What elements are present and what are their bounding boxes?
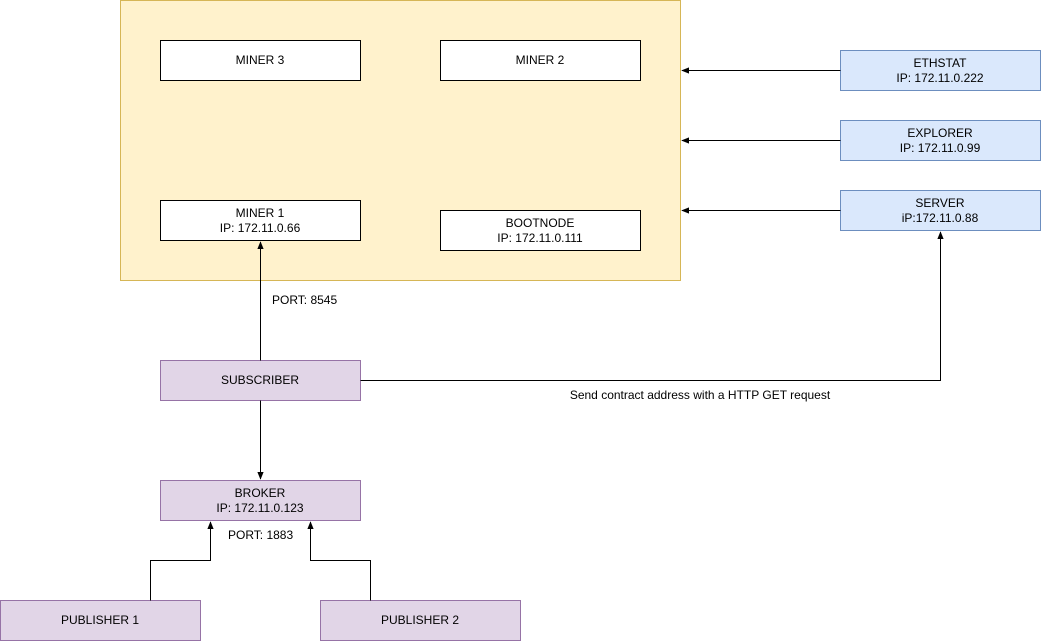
- edge-subscriber-to-server: [360, 231, 944, 381]
- edge-publisher-2-to-broker: [307, 521, 371, 601]
- bootnode-label: BOOTNODE: [506, 216, 575, 230]
- publisher-2-label: PUBLISHER 2: [381, 613, 459, 627]
- miner-1-node[interactable]: MINER 1 IP: 172.11.0.66: [160, 200, 361, 241]
- miner-2-label: MINER 2: [516, 53, 565, 67]
- ethstat-ip: IP: 172.11.0.222: [896, 71, 984, 85]
- publisher-1-node[interactable]: PUBLISHER 1: [0, 600, 201, 641]
- explorer-label: EXPLORER: [907, 126, 973, 140]
- ethstat-node[interactable]: ETHSTAT IP: 172.11.0.222: [840, 50, 1041, 91]
- edge-label-port-1883: PORT: 1883: [228, 528, 293, 542]
- server-label: SERVER: [915, 196, 964, 210]
- subscriber-node[interactable]: SUBSCRIBER: [160, 360, 361, 401]
- publisher-1-label: PUBLISHER 1: [61, 613, 139, 627]
- explorer-node[interactable]: EXPLORER IP: 172.11.0.99: [840, 120, 1041, 161]
- bootnode-node[interactable]: BOOTNODE IP: 172.11.0.111: [440, 210, 641, 251]
- miner-3-node[interactable]: MINER 3: [160, 40, 361, 81]
- edge-publisher-1-to-broker: [150, 521, 214, 601]
- miner-1-label: MINER 1: [236, 206, 285, 220]
- server-node[interactable]: SERVER iP:172.11.0.88: [840, 190, 1041, 231]
- broker-ip: IP: 172.11.0.123: [216, 501, 304, 515]
- server-ip: iP:172.11.0.88: [902, 211, 979, 225]
- ethstat-label: ETHSTAT: [914, 56, 968, 70]
- miner-3-label: MINER 3: [236, 53, 285, 67]
- publisher-2-node[interactable]: PUBLISHER 2: [320, 600, 521, 641]
- edge-label-http-get: Send contract address with a HTTP GET re…: [570, 388, 831, 402]
- bootnode-ip: IP: 172.11.0.111: [497, 231, 583, 245]
- broker-label: BROKER: [235, 486, 286, 500]
- miner-2-node[interactable]: MINER 2: [440, 40, 641, 81]
- edge-label-port-8545: PORT: 8545: [272, 293, 337, 307]
- explorer-ip: IP: 172.11.0.99: [900, 141, 981, 155]
- subscriber-label: SUBSCRIBER: [221, 373, 299, 387]
- broker-node[interactable]: BROKER IP: 172.11.0.123: [160, 480, 361, 521]
- miner-1-ip: IP: 172.11.0.66: [220, 221, 301, 235]
